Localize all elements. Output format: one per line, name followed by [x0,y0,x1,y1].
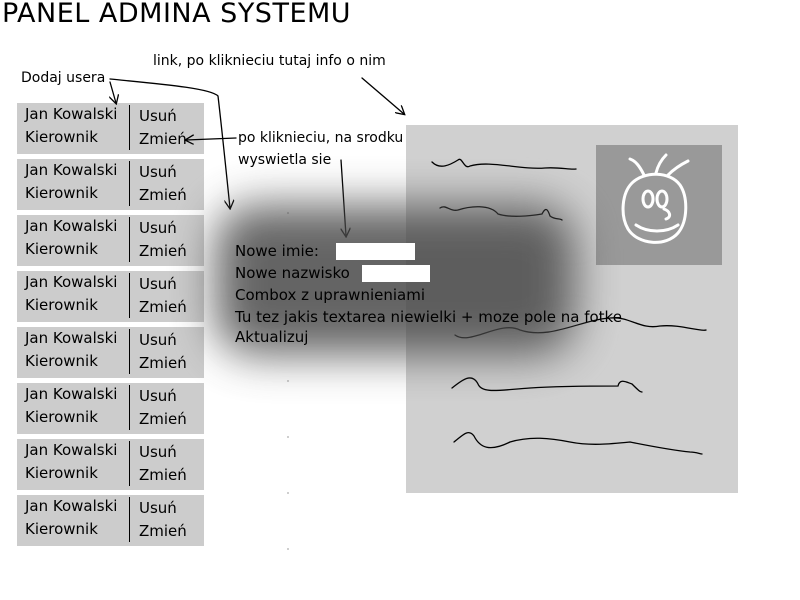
guide-dot [287,548,289,550]
edit-user-button[interactable]: Zmień [139,354,187,372]
delete-user-button[interactable]: Usuń [139,499,177,517]
delete-user-button[interactable]: Usuń [139,443,177,461]
edit-user-button[interactable]: Zmień [139,186,187,204]
arrow [109,78,230,208]
user-name-link[interactable]: Jan Kowalski [25,497,118,515]
user-row: Jan Kowalski Kierownik Usuń Zmień [17,271,204,322]
row-divider [129,329,130,374]
row-divider [129,105,130,150]
user-row: Jan Kowalski Kierownik Usuń Zmień [17,159,204,210]
user-role: Kierownik [25,520,98,538]
annotation-click-line1: po kliknieciu, na srodku [238,130,404,146]
arrow [186,138,237,140]
user-row: Jan Kowalski Kierownik Usuń Zmień [17,327,204,378]
placeholder-text-line [451,377,643,393]
user-name-link[interactable]: Jan Kowalski [25,385,118,403]
delete-user-button[interactable]: Usuń [139,387,177,405]
placeholder-text-line [431,158,577,170]
user-row: Jan Kowalski Kierownik Usuń Zmień [17,383,204,434]
row-divider [129,217,130,262]
user-role: Kierownik [25,296,98,314]
delete-user-button[interactable]: Usuń [139,107,177,125]
user-row: Jan Kowalski Kierownik Usuń Zmień [17,215,204,266]
edit-user-button[interactable]: Zmień [139,242,187,260]
first-name-input[interactable] [336,243,415,260]
update-button[interactable]: Aktualizuj [235,328,309,346]
user-role: Kierownik [25,352,98,370]
guide-dot [287,436,289,438]
user-photo [596,145,722,265]
permissions-combobox[interactable]: Combox z uprawnieniami [235,286,425,304]
user-role: Kierownik [25,128,98,146]
delete-user-button[interactable]: Usuń [139,163,177,181]
add-user-link[interactable]: Dodaj usera [21,70,106,86]
user-role: Kierownik [25,408,98,426]
user-role: Kierownik [25,184,98,202]
user-row: Jan Kowalski Kierownik Usuń Zmień [17,495,204,546]
arrow [110,81,116,103]
guide-dot [287,380,289,382]
row-divider [129,385,130,430]
arrow [361,77,404,114]
user-name-link[interactable]: Jan Kowalski [25,329,118,347]
page-title: PANEL ADMINA SYSTEMU [2,0,352,29]
annotation-link-info: link, po kliknieciu tutaj info o nim [153,53,386,69]
delete-user-button[interactable]: Usuń [139,219,177,237]
first-name-label: Nowe imie: [235,242,319,260]
delete-user-button[interactable]: Usuń [139,331,177,349]
cartoon-face-icon [621,153,690,244]
textarea-note[interactable]: Tu tez jakis textarea niewielki + moze p… [235,308,622,326]
edit-user-button[interactable]: Zmień [139,130,187,148]
user-name-link[interactable]: Jan Kowalski [25,273,118,291]
last-name-input[interactable] [362,265,430,282]
last-name-label: Nowe nazwisko [235,264,350,282]
edit-user-button[interactable]: Zmień [139,466,187,484]
row-divider [129,161,130,206]
user-row: Jan Kowalski Kierownik Usuń Zmień [17,439,204,490]
user-row: Jan Kowalski Kierownik Usuń Zmień [17,103,204,154]
row-divider [129,497,130,542]
user-name-link[interactable]: Jan Kowalski [25,217,118,235]
user-name-link[interactable]: Jan Kowalski [25,161,118,179]
delete-user-button[interactable]: Usuń [139,275,177,293]
annotation-click-line2: wyswietla sie [238,152,332,168]
placeholder-text-line [453,432,703,455]
user-role: Kierownik [25,464,98,482]
user-role: Kierownik [25,240,98,258]
guide-dot [287,492,289,494]
user-name-link[interactable]: Jan Kowalski [25,441,118,459]
row-divider [129,273,130,318]
user-name-link[interactable]: Jan Kowalski [25,105,118,123]
edit-user-button[interactable]: Zmień [139,410,187,428]
edit-user-button[interactable]: Zmień [139,298,187,316]
row-divider [129,441,130,486]
edit-user-button[interactable]: Zmień [139,522,187,540]
